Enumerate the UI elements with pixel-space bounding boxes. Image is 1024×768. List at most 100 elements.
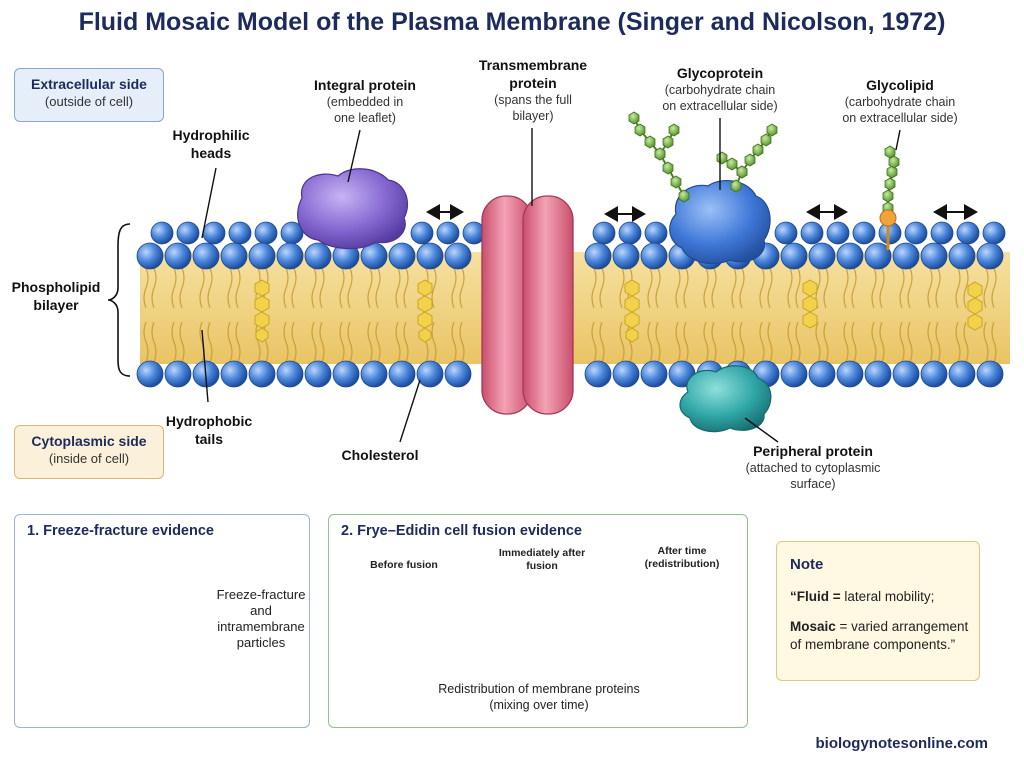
head-back [644,221,668,245]
tail [459,321,465,363]
head-back [254,221,278,245]
tail [647,321,653,363]
tail [759,321,765,363]
head-back [176,221,200,245]
panel2-title: 2. Frye–Edidin cell fusion evidence [341,523,582,539]
tail [347,321,353,363]
tail [983,267,989,309]
tail [675,267,681,309]
head-top [864,242,892,270]
sugar-unit [766,123,778,137]
tail [899,321,905,363]
carbohydrate-chains [628,111,900,215]
head-back [930,221,954,245]
footer-site: biologynotesonline.com [815,735,988,752]
sugar-unit [628,111,640,125]
tail [927,321,933,363]
extracellular-subtitle: (outside of cell) [44,94,134,109]
head-back [852,221,876,245]
tail [767,321,773,363]
sugar-unit [662,135,674,149]
head-bottom [612,360,640,388]
tail [739,321,745,363]
freeze-fracture-panel: 1. Freeze-fracture evidence Freeze-fract… [14,514,310,728]
sugar-unit [662,161,674,175]
sugar-unit [760,133,772,147]
tail [655,267,661,309]
peripheral-protein [679,365,772,433]
head-back [904,221,928,245]
tail [151,267,157,309]
stage-after-time: After time (redistribution) [644,545,720,570]
tail [627,321,633,363]
tail [403,321,409,363]
cholesterol-molecules [254,279,983,343]
head-back [228,221,252,245]
cytoplasmic-subtitle: (inside of cell) [48,451,130,466]
tail [591,321,597,363]
tail [403,267,409,309]
tail [907,321,913,363]
tail [787,321,793,363]
head-bottom [136,360,164,388]
tail [291,321,297,363]
sugar-unit [888,155,900,169]
head-back [800,221,824,245]
hydrophobic-core [140,252,1010,364]
cytoplasmic-title: Cytoplasmic side [31,433,147,449]
head-bottom [164,360,192,388]
head-top [948,242,976,270]
cell-fusion-panel: 2. Frye–Edidin cell fusion evidence Befo… [328,514,748,728]
tail [843,267,849,309]
tail [171,321,177,363]
tail [171,267,177,309]
head-top [444,242,472,270]
head-bottom [584,360,612,388]
head-bottom [276,360,304,388]
tail [955,321,961,363]
tail [815,321,821,363]
tail [395,321,401,363]
tail [871,321,877,363]
sugar-unit [670,175,682,189]
head-top [164,242,192,270]
tail [235,321,241,363]
leader-lines [201,118,901,443]
tail [283,267,289,309]
head-top [220,242,248,270]
head-bottom [416,360,444,388]
tail [963,321,969,363]
sugar-unit [678,189,690,203]
sugar-unit [886,165,898,179]
sugar-unit [726,157,738,171]
head-top [836,242,864,270]
head-top [780,242,808,270]
tail [179,267,185,309]
tail [731,267,737,309]
head-back [618,221,642,245]
head-bottom [976,360,1004,388]
head-back [774,221,798,245]
tail [599,267,605,309]
page-title: Fluid Mosaic Model of the Plasma Membran… [78,8,946,36]
tail [907,267,913,309]
tail [759,267,765,309]
head-top [920,242,948,270]
integral-protein [297,168,409,250]
tail [955,267,961,309]
lipid-tails [143,267,997,363]
tail [795,267,801,309]
tail [311,267,317,309]
head-bottom [304,360,332,388]
tail [767,267,773,309]
tail [703,267,709,309]
tail [375,321,381,363]
head-bottom [948,360,976,388]
head-bottom [920,360,948,388]
sugar-unit [644,135,656,149]
tail [711,321,717,363]
lateral-mobility-arrows [426,204,978,222]
sugar-unit [634,123,646,137]
